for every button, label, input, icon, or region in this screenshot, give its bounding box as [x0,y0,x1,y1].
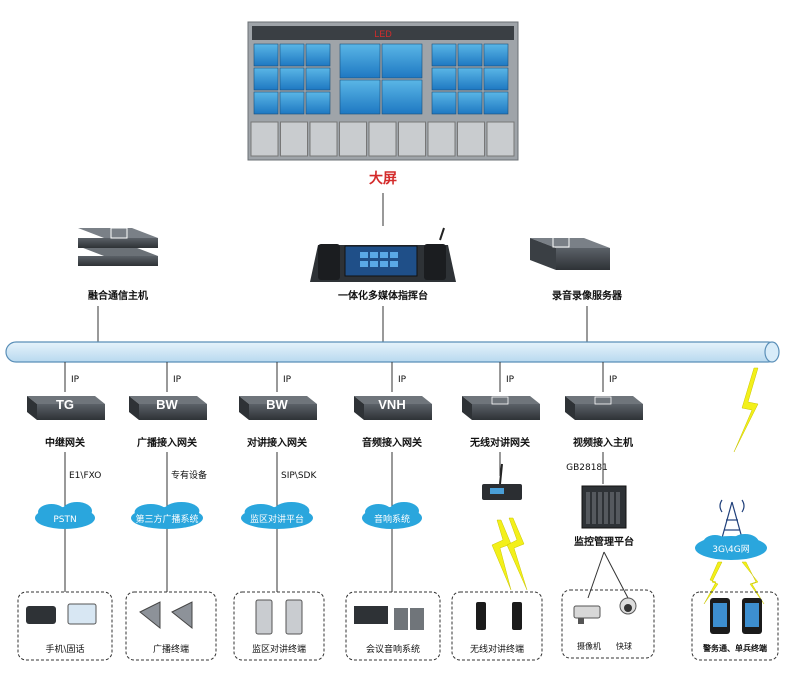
screen-base-panel [339,121,367,157]
gateway-device-icon: BW [239,396,317,420]
recording-server-icon [530,236,610,270]
screen-pane [253,67,279,91]
screen-base-panel [486,121,515,157]
camera-label: 摄像机 [577,641,601,651]
screen-base-panel [457,121,485,157]
ip-label: IP [398,375,407,385]
cloud-label: 第三方广播系统 [135,513,198,525]
big-screen: LED [247,21,519,161]
gateway-device-icon: TG [27,396,105,420]
screen-pane [381,43,423,79]
gateway-label: 对讲接入网关 [247,436,307,449]
screen-pane [305,67,331,91]
screen-pane [483,43,509,67]
screen-title: 大屏 [369,170,397,187]
cloud-icon: 音响系统 [362,502,422,529]
screen-pane [339,43,381,79]
cloud-label: 音响系统 [374,513,410,525]
terminal-box: 监区对讲终端 [233,591,325,661]
mobile-terminal-box: 警务通、单兵终端 [691,591,779,661]
screen-pane [305,91,331,115]
screen-pane [457,43,483,67]
screen-pane [431,91,457,115]
screen-pane [279,91,305,115]
radio-base-icon [482,463,522,500]
gateway-device-icon [565,396,643,420]
screen-base-panel [427,121,456,157]
video-protocol-label: GB28181 [566,463,608,473]
gateway-label: 广播接入网关 [137,436,197,449]
fusion-comm-host-label: 融合通信主机 [88,289,148,302]
command-console-icon [310,227,456,282]
cloud-label: PSTN [53,515,76,525]
ip-label: IP [173,375,182,385]
network-bus [5,341,780,363]
screen-base-panel [398,121,426,157]
screen-pane [431,43,457,67]
dome-label: 快球 [616,641,632,651]
screen-pane [457,91,483,115]
cloud-icon: 第三方广播系统 [131,502,203,529]
terminal-label: 会议音响系统 [366,643,420,655]
mobile-network-cloud: 3G\4G网 [695,534,767,560]
screen-base-panel [250,121,279,157]
screen-pane [457,67,483,91]
command-console-label: 一体化多媒体指挥台 [338,289,428,302]
terminal-label: 手机\固话 [45,643,84,655]
gateway-device-icon [462,396,540,420]
ip-label: IP [506,375,515,385]
terminal-label: 无线对讲终端 [470,643,524,655]
screen-pane [483,91,509,115]
cloud-icon: 监区对讲平台 [241,502,313,529]
gateway-badge: BW [156,397,178,412]
terminal-box: 广播终端 [125,591,217,661]
gateway-label: 音频接入网关 [362,436,422,449]
terminal-label: 广播终端 [153,643,189,655]
screen-pane [483,67,509,91]
terminal-box: 会议音响系统 [345,591,441,661]
gateway-badge: BW [266,397,288,412]
cloud-label: 监区对讲平台 [250,513,304,525]
screen-pane [253,91,279,115]
recording-server-label: 录音录像服务器 [552,289,623,302]
radio-tower-icon [719,499,745,539]
gateway-badge: TG [56,397,74,412]
protocol-label: E1\FXO [69,471,101,481]
screen-base-panel [280,121,308,157]
screen-pane [279,67,305,91]
screen-pane [253,43,279,67]
screen-pane [339,79,381,115]
video-platform-label: 监控管理平台 [574,535,634,548]
terminal-box: 手机\固话 [17,591,113,661]
screen-pane [279,43,305,67]
screen-pane [305,43,331,67]
protocol-label: 专有设备 [171,469,207,481]
video-terminal-box: 摄像机 快球 [561,589,655,659]
terminal-box: 无线对讲终端 [451,591,543,661]
protocol-label: SIP\SDK [281,471,317,481]
mobile-network-label: 3G\4G网 [712,544,749,555]
screen-base-panel [309,121,338,157]
screen-pane [431,67,457,91]
gateway-label: 视频接入主机 [573,436,633,449]
ip-label: IP [609,375,618,385]
terminal-label: 监区对讲终端 [252,643,306,655]
mobile-terminal-label: 警务通、单兵终端 [702,643,767,653]
video-server-icon [581,485,627,529]
gateway-label: 无线对讲网关 [469,436,530,449]
gateway-device-icon: BW [129,396,207,420]
wireless-signal-icons [491,367,765,605]
gateway-device-icon: VNH [354,396,432,420]
cloud-icon: PSTN [35,502,95,529]
gateway-badge: VNH [378,397,405,412]
ip-label: IP [283,375,292,385]
ip-label: IP [71,375,80,385]
led-text: LED [374,29,392,39]
fusion-comm-host-icon [78,227,158,266]
screen-pane [381,79,423,115]
screen-base-panel [368,121,397,157]
gateway-label: 中继网关 [45,436,85,449]
